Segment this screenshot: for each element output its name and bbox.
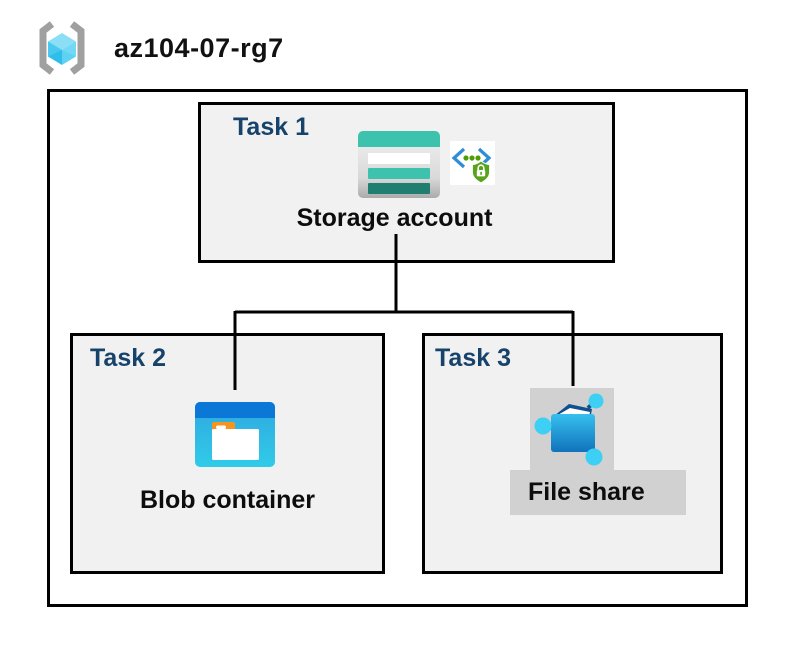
- file-share-label: File share: [528, 478, 645, 506]
- file-share-icon: [534, 393, 604, 466]
- resource-group-icon: [39, 21, 85, 75]
- file-share-label-background: File share: [510, 470, 686, 515]
- file-share-icon-background: [530, 388, 614, 470]
- blob-container-label: Blob container: [139, 486, 315, 514]
- task2-box: Task 2 Blob container: [70, 333, 385, 574]
- task3-label: Task 3: [435, 344, 511, 372]
- task1-label: Task 1: [233, 113, 309, 141]
- resource-group-name: az104-07-rg7: [114, 32, 284, 63]
- blob-container-icon: [195, 402, 275, 467]
- task2-label: Task 2: [90, 344, 166, 372]
- endpoint-security-icon: [450, 141, 495, 185]
- resource-group-header: az104-07-rg7: [36, 18, 284, 78]
- storage-account-icon: [358, 131, 440, 198]
- task1-box: Task 1 Sto: [198, 102, 615, 263]
- task3-box: Task 3 File shar: [422, 333, 723, 574]
- storage-account-label: Storage account: [296, 204, 493, 232]
